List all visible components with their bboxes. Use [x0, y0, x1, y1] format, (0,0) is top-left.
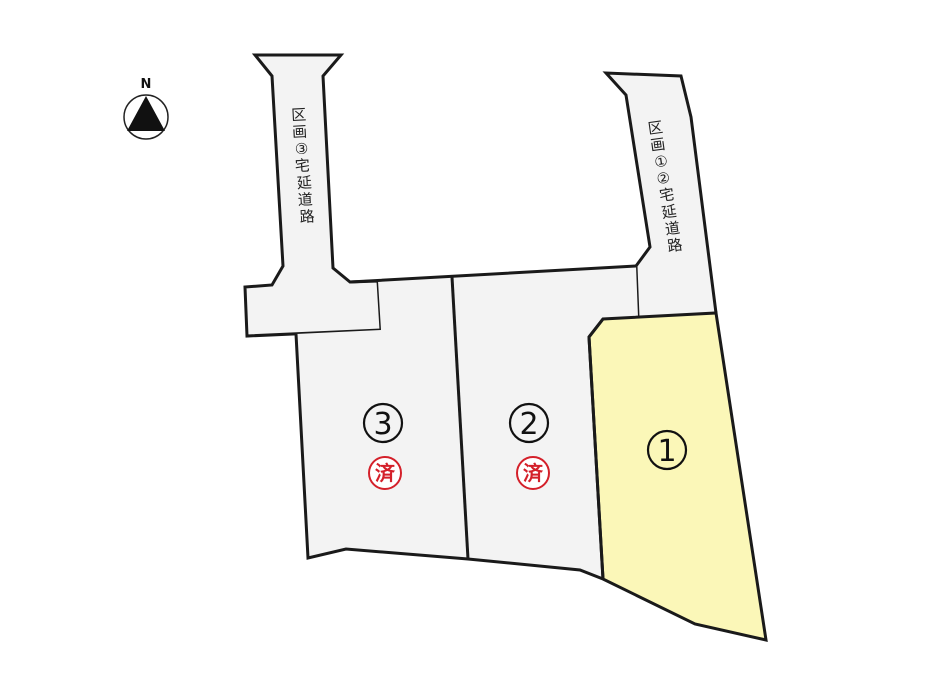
road-label-char: 宅 — [658, 185, 675, 205]
lot-1-shape[interactable] — [589, 313, 766, 640]
road-lot3-shape — [245, 55, 381, 336]
road-label-char: 延 — [296, 173, 312, 192]
lot-3-label: 3 済 — [362, 402, 404, 490]
sold-stamp-circle — [516, 456, 550, 490]
road-label-char: 道 — [664, 219, 681, 239]
lot-number-circle — [646, 429, 688, 471]
lot-divider-3-2 — [450, 276, 470, 560]
road-label-char: ③ — [294, 140, 308, 159]
road-label-lot3: 区 画 ③ 宅 延 道 路 — [291, 106, 315, 226]
road-label-char: 路 — [299, 207, 315, 226]
road-lot12-outline — [602, 71, 718, 318]
road-label-char: 区 — [291, 106, 307, 125]
lot-number-circle — [362, 402, 404, 444]
road-label-char: 画 — [292, 123, 308, 142]
road-label-char: 宅 — [294, 157, 310, 176]
road-label-char: 延 — [660, 202, 677, 222]
sold-stamp-circle — [368, 456, 402, 490]
road-label-char: 区 — [647, 118, 664, 138]
lot-divider-2-1 — [587, 318, 605, 580]
road-label-char: 道 — [297, 190, 313, 209]
compass-label: N — [141, 77, 152, 92]
road-label-char: 画 — [649, 135, 666, 155]
lot-2-shape[interactable] — [452, 266, 638, 579]
lot-number: 3 — [373, 407, 392, 442]
north-arrow: N — [123, 77, 169, 140]
lot-number: 2 — [519, 407, 538, 442]
lot-number-circle — [508, 402, 550, 444]
lot-1-label: 1 — [646, 429, 688, 471]
lot-2-label: 2 済 — [508, 402, 550, 490]
road-label-char: 路 — [666, 236, 683, 256]
lot-number: 1 — [657, 434, 676, 469]
road-label-char: ① — [653, 152, 669, 172]
road-label-char: ② — [655, 169, 671, 189]
compass-triangle-icon — [127, 96, 165, 131]
sold-stamp-text: 済 — [523, 461, 544, 485]
lot-3-shape[interactable] — [296, 277, 468, 559]
sold-stamp-text: 済 — [375, 461, 396, 485]
road-lot3-outline — [243, 53, 383, 338]
road-label-lot12: 区 画 ① ② 宅 延 道 路 — [647, 118, 684, 255]
